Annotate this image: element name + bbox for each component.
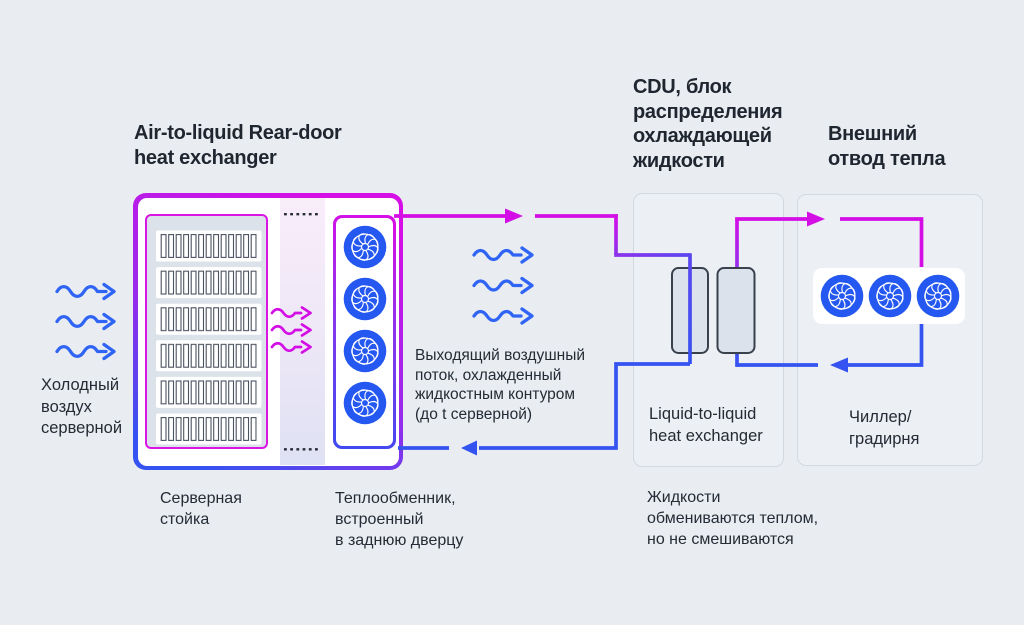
door-hx-caption: Теплообменник, встроенный в заднюю дверц… (335, 490, 464, 549)
fan-panel-interior (336, 218, 393, 446)
cooled-air-label: Выходящий воздушный поток, охлажденный ж… (415, 347, 586, 423)
cdu-caption: Жидкости обмениваются теплом, но не смеш… (647, 489, 819, 548)
cdu-title: CDU, блок распределения охлаждающей жидк… (633, 76, 783, 172)
liquid-to-liquid-label: Liquid-to-liquid heat exchanger (649, 405, 763, 445)
arrowhead-icon (505, 208, 523, 224)
rear-door-fan-panel (333, 215, 396, 449)
cold-air-label: Холодный воздух серверной (41, 376, 123, 437)
rack-caption: Серверная стойка (160, 490, 242, 528)
arrowhead-icon (461, 440, 477, 456)
cooled-air-arrows (472, 246, 534, 325)
rear-door-gradient-gap (280, 198, 325, 465)
server-rack (145, 214, 268, 449)
rear-door-title: Air-to-liquid Rear-door heat exchanger (134, 122, 342, 169)
chiller-label: Чиллер/ градирня (849, 408, 920, 448)
cold-air-arrows (55, 282, 116, 361)
external-heat-title: Внешний отвод тепла (828, 123, 946, 170)
